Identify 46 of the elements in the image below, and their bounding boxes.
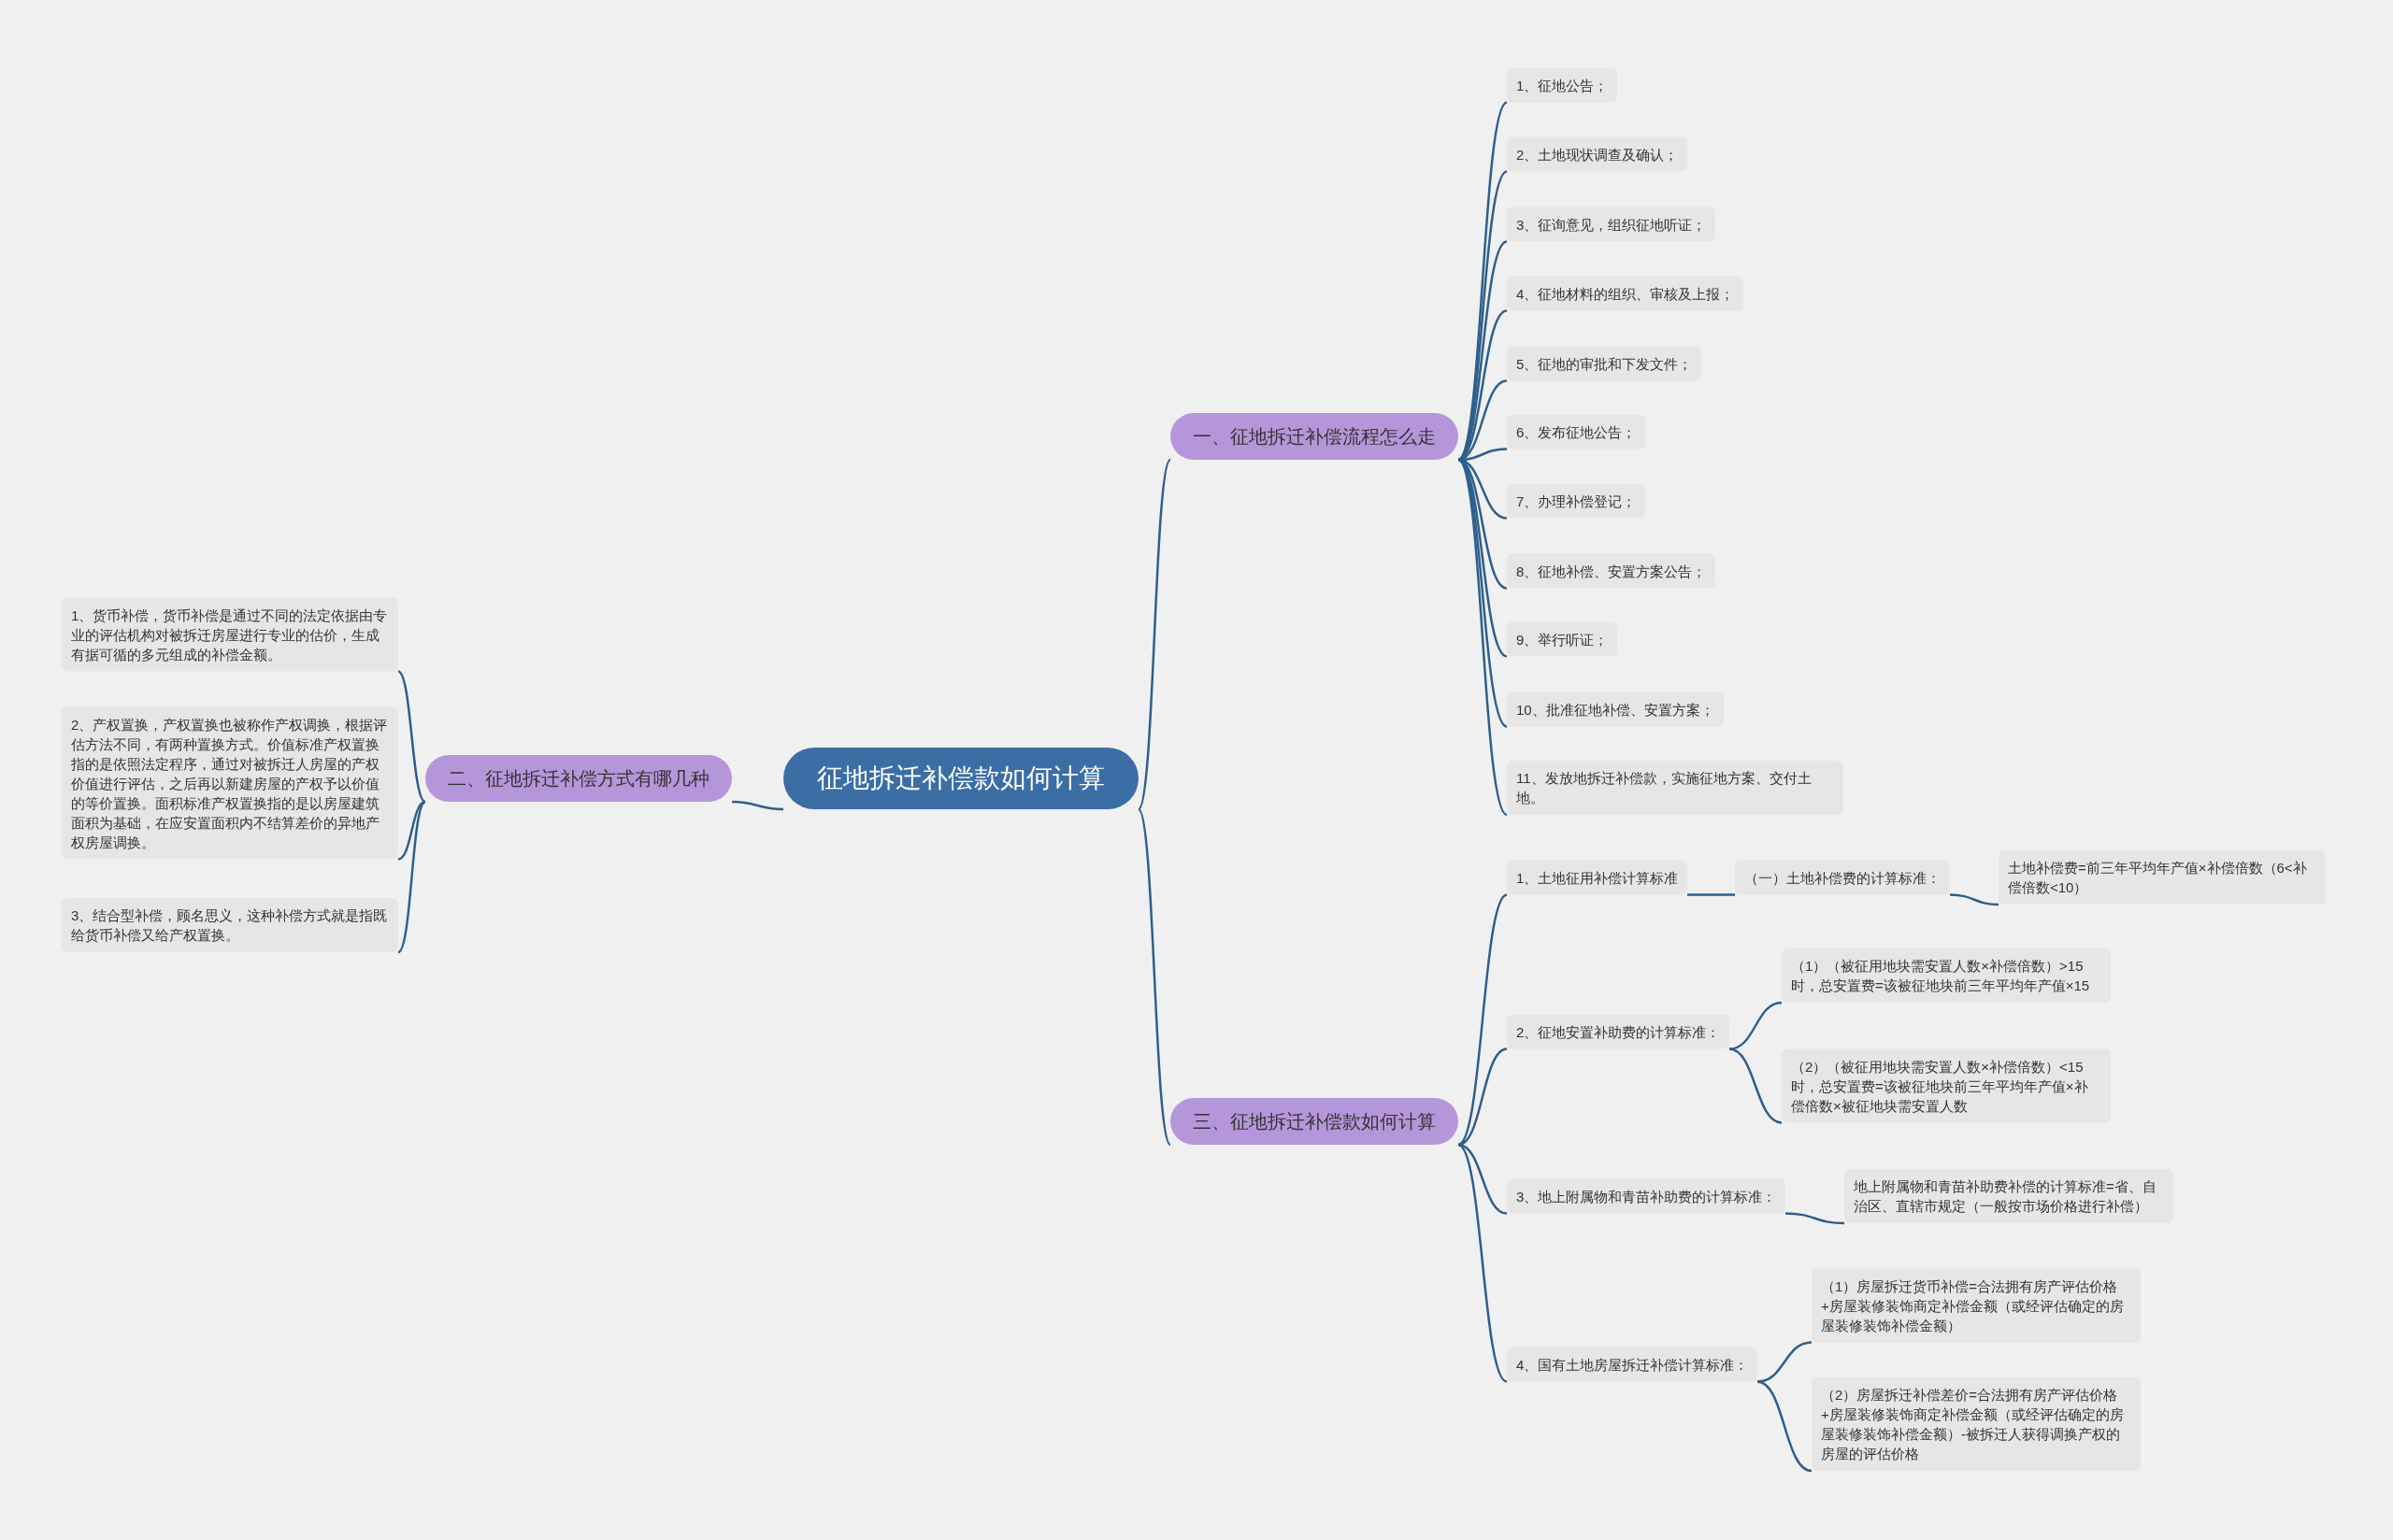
subtopic-box: （2）（被征用地块需安置人数×补偿倍数）<15时，总安置费=该被征地块前三年平均年产值×补偿倍数×被征地块需安置人数: [1782, 1048, 2111, 1123]
subtopic-box: 5、征地的审批和下发文件；: [1507, 346, 1702, 381]
subtopic-box: 4、征地材料的组织、审核及上报；: [1507, 276, 1744, 311]
subtopic-box: 9、举行听证；: [1507, 621, 1618, 657]
branch-topic: 三、征地拆迁补偿款如何计算: [1170, 1098, 1458, 1145]
branch-topic: 二、征地拆迁补偿方式有哪几种: [425, 755, 732, 802]
connector-line: [397, 800, 426, 861]
subtopic-box: 土地补偿费=前三年平均年产值×补偿倍数（6<补偿倍数<10）: [1999, 850, 2326, 905]
subtopic-box: （2）房屋拆迁补偿差价=合法拥有房产评估价格+房屋装修装饰商定补偿金额（或经评估确定的房屋装修装饰补偿金额）-被拆迁人获得调换产权的房屋的评估价格: [1812, 1377, 2141, 1471]
connector-line: [1728, 1001, 1783, 1050]
subtopic-box: 7、办理补偿登记；: [1507, 483, 1646, 519]
connector-line: [1137, 808, 1172, 1146]
subtopic-box: （一）土地补偿费的计算标准：: [1735, 860, 1950, 895]
central-topic: 征地拆迁补偿款如何计算: [783, 748, 1139, 809]
connector-line: [1457, 893, 1508, 1146]
connector-line: [1457, 1048, 1508, 1147]
connector-line: [1137, 459, 1172, 810]
connector-line: [1457, 459, 1508, 816]
connector-line: [1457, 170, 1508, 461]
subtopic-box: （1）（被征用地块需安置人数×补偿倍数）>15时，总安置费=该被征地块前三年平均年产值×15: [1782, 948, 2111, 1003]
connector-line: [1949, 893, 1999, 906]
subtopic-box: 3、结合型补偿，顾名思义，这种补偿方式就是指既给货币补偿又给产权置换。: [62, 898, 398, 952]
subtopic-box: 6、发布征地公告；: [1507, 414, 1646, 449]
subtopic-box: 11、发放地拆迁补偿款，实施征地方案、交付土地。: [1507, 761, 1843, 815]
connector-line: [731, 800, 784, 811]
connector-line: [1457, 1144, 1508, 1383]
connector-line: [1687, 893, 1735, 896]
subtopic-box: 3、地上附属物和青苗补助费的计算标准：: [1507, 1178, 1786, 1214]
subtopic-box: 2、土地现状调查及确认；: [1507, 136, 1688, 172]
subtopic-box: 2、产权置换，产权置换也被称作产权调换，根据评估方法不同，有两种置换方式。价值标准产权置换指的是依照法定程序，通过对被拆迁人房屋的产权价值进行评估，之后再以新建房屋的产权予以价值的等价置换。面积标准产权置换指的是以房屋建筑面积为基础，在应安置面积内不结算差价的异地产权房屋调换。: [62, 706, 398, 860]
subtopic-box: 4、国有土地房屋拆迁补偿计算标准：: [1507, 1347, 1758, 1382]
connector-line: [1756, 1380, 1813, 1473]
connector-line: [397, 670, 426, 803]
subtopic-box: 1、货币补偿，货币补偿是通过不同的法定依据由专业的评估机构对被拆迁房屋进行专业的估价，生成有据可循的多元组成的补偿金额。: [62, 597, 398, 672]
subtopic-box: 2、征地安置补助费的计算标准：: [1507, 1014, 1730, 1049]
subtopic-box: 地上附属物和青苗补助费补偿的计算标准=省、自治区、直辖市规定（一般按市场价格进行补偿）: [1844, 1169, 2173, 1223]
branch-topic: 一、征地拆迁补偿流程怎么走: [1170, 413, 1458, 460]
subtopic-box: 8、征地补偿、安置方案公告；: [1507, 553, 1716, 589]
connector-line: [397, 801, 426, 953]
subtopic-box: 1、土地征用补偿计算标准: [1507, 860, 1688, 895]
subtopic-box: 3、征询意见，组织征地听证；: [1507, 207, 1716, 242]
subtopic-box: 1、征地公告；: [1507, 67, 1618, 103]
connector-line: [1728, 1048, 1783, 1124]
connector-line: [1784, 1212, 1845, 1225]
subtopic-box: （1）房屋拆迁货币补偿=合法拥有房产评估价格+房屋装修装饰商定补偿金额（或经评估确定的房屋装修装饰补偿金额）: [1812, 1268, 2141, 1343]
subtopic-box: 10、批准征地补偿、安置方案；: [1507, 692, 1724, 727]
